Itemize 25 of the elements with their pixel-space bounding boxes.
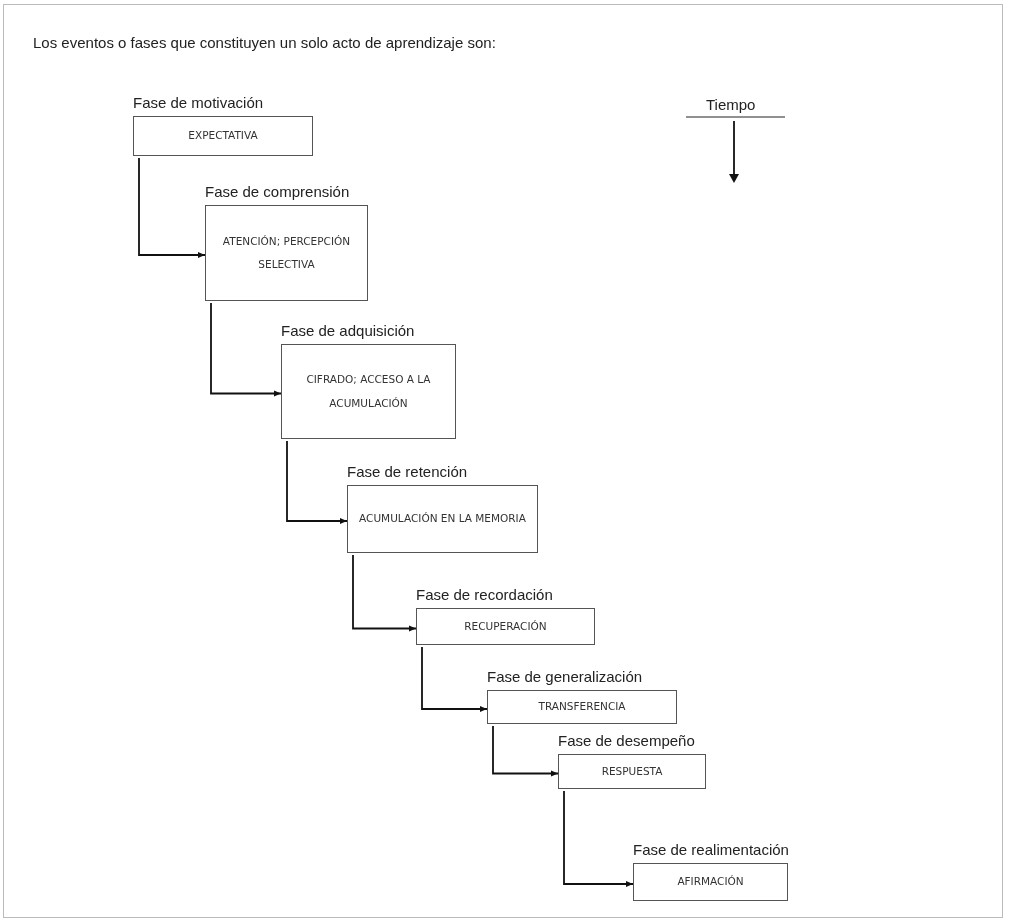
phase-heading: Fase de realimentación — [633, 841, 789, 858]
connector-arrow — [210, 302, 282, 397]
phase-heading: Fase de adquisición — [281, 322, 415, 339]
phase-heading: Fase de recordación — [416, 586, 553, 603]
connector-arrow — [492, 725, 559, 777]
phase-box: RESPUESTA — [558, 754, 706, 789]
title: Los eventos o fases que constituyen un solo acto de aprendizaje son: — [33, 34, 496, 51]
phase-box: CIFRADO; ACCESO A LA ACUMULACIÓN — [281, 344, 456, 439]
phase-box: ATENCIÓN; PERCEPCIÓN SELECTIVA — [205, 205, 368, 301]
connector-arrow — [286, 440, 348, 524]
phase-heading: Fase de comprensión — [205, 183, 350, 200]
connector-arrow — [138, 157, 206, 258]
phase-heading: Fase de retención — [347, 463, 468, 480]
phase-box: ACUMULACIÓN EN LA MEMORIA — [347, 485, 538, 553]
phase-heading: Fase de desempeño — [558, 732, 695, 749]
phase-box: AFIRMACIÓN — [633, 863, 788, 901]
phase-box: EXPECTATIVA — [133, 116, 313, 156]
phase-box: TRANSFERENCIA — [487, 690, 677, 724]
connector-arrow — [421, 646, 488, 712]
connector-arrow — [563, 790, 634, 887]
phase-box: RECUPERACIÓN — [416, 608, 595, 645]
phase-heading: Fase de motivación — [133, 94, 264, 111]
phase-heading: Fase de generalización — [487, 668, 643, 685]
axis-label: Tiempo — [706, 96, 756, 113]
connector-arrow — [352, 554, 417, 632]
